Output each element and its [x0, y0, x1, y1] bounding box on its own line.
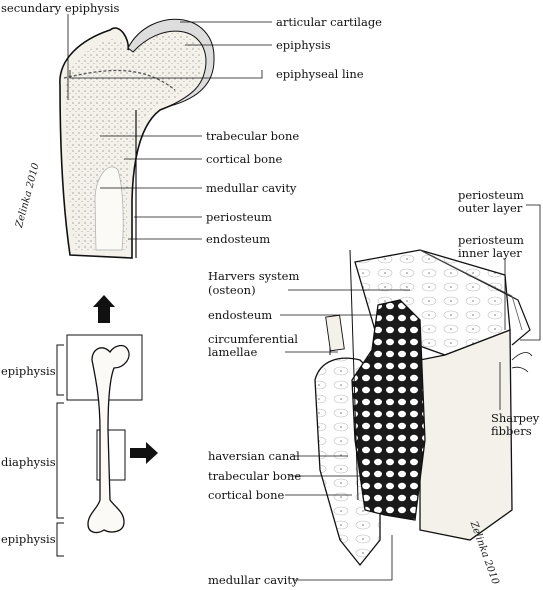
label-epiphysis-top: epiphysis [276, 38, 331, 52]
label-sharpey-1: Sharpey [491, 411, 540, 425]
arrows [93, 295, 158, 464]
label-harvers-1: Harvers system [208, 269, 300, 283]
arrow-right [130, 442, 158, 464]
label-sharpey-2: fibbers [491, 424, 532, 438]
femur-head-stipple [66, 32, 203, 253]
femur-outline [87, 344, 130, 534]
label-periosteum: periosteum [206, 210, 272, 224]
label-diaphysis: diaphysis [1, 455, 56, 469]
diaphysis-box [96, 429, 126, 481]
label-epiphyseal-line: epiphyseal line [276, 67, 364, 81]
label-trabecular-bone-top: trabecular bone [206, 129, 300, 143]
medullar-cavity-shape [94, 166, 124, 251]
label-epiphysis-left-bottom: epiphysis [1, 532, 56, 546]
label-harvers-2: (osteon) [208, 283, 256, 297]
label-cortical-bone-right: cortical bone [208, 488, 285, 502]
bone-section-block [280, 204, 541, 581]
label-periosteum-inner-2: inner layer [458, 246, 522, 260]
label-circumferential-2: lamellae [208, 345, 258, 359]
label-periosteum-outer-2: outer layer [458, 201, 523, 215]
label-epiphysis-left-top: epiphysis [1, 364, 56, 378]
label-medullar-cavity-top: medullar cavity [206, 181, 297, 195]
label-trabecular-bone-right: trabecular bone [208, 469, 302, 483]
arrow-up [93, 295, 115, 323]
label-cortical-bone-top: cortical bone [206, 152, 283, 166]
label-haversian-canal: haversian canal [208, 449, 300, 463]
whole-femur [56, 334, 143, 557]
label-endosteum-right: endosteum [208, 308, 273, 322]
label-endosteum-top: endosteum [206, 232, 271, 246]
label-articular-cartilage: articular cartilage [276, 15, 382, 29]
periosteum-layers [419, 249, 531, 346]
label-secundary-epiphysis: secundary epiphysis [1, 1, 120, 15]
label-medullar-cavity-bottom: medullar cavity [208, 573, 299, 587]
femur-head-section [59, 14, 272, 259]
label-circumferential-1: circumferential [208, 332, 298, 346]
epiphyseal-line-shape [63, 69, 176, 91]
label-periosteum-inner-1: periosteum [458, 233, 524, 247]
label-periosteum-outer-1: periosteum [458, 188, 524, 202]
trabecular-core [351, 299, 426, 521]
articular-cartilage-shape [127, 18, 215, 107]
